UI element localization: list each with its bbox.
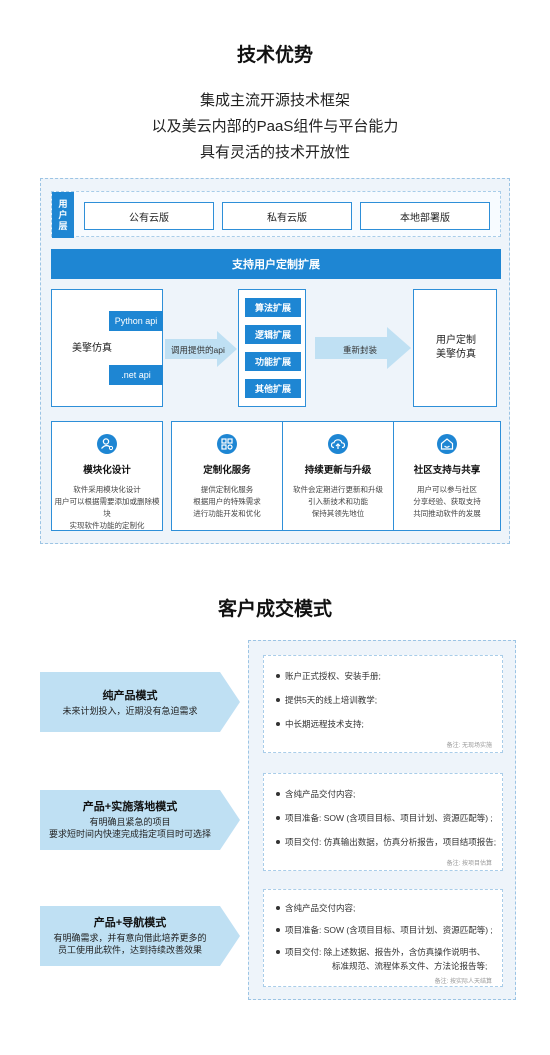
- feature-desc-line: 实现软件功能的定制化: [69, 521, 145, 530]
- ext-other[interactable]: 其他扩展: [245, 379, 301, 398]
- net-api-tag: .net api: [109, 365, 163, 385]
- cloud-upload-icon: [328, 434, 348, 454]
- feature-card-continuous-update: 持续更新与升级 软件会定期进行更新和升级 引入新技术和功能 保持其领先地位: [282, 421, 394, 531]
- mode-title: 纯产品模式: [102, 690, 158, 702]
- deal-bullet: 含纯产品交付内容;: [276, 788, 355, 800]
- feature-card-custom-service: 定制化服务 提供定制化服务 根据用户的特殊需求 进行功能开发和优化: [171, 421, 283, 531]
- deal-details-panel: 账户正式授权、安装手册; 提供5天的线上培训教学; 中长期远程技术支持; 备注:…: [248, 640, 516, 1000]
- bullet-text: 含纯产品交付内容;: [285, 789, 356, 799]
- deal-card-product-implementation: 含纯产品交付内容; 项目准备: SOW (含项目目标、项目计划、资源匹配等) ;…: [263, 773, 503, 871]
- repackage-arrow-label: 重新封装: [343, 345, 378, 355]
- core-product-label: 美擎仿真: [72, 343, 112, 354]
- feature-desc-line: 根据用户的特殊需求: [193, 497, 261, 506]
- mode-title: 产品+实施落地模式: [82, 801, 178, 813]
- feature-desc-line: 用户可以参与社区: [417, 485, 477, 494]
- deal-note: 备注: 按实际人天结算: [434, 979, 492, 985]
- feature-desc-line: 分享经验、获取支持: [413, 497, 481, 506]
- feature-title: 社区支持与共享: [413, 465, 481, 476]
- bullet-text: 账户正式授权、安装手册;: [285, 671, 381, 681]
- feature-card-community: 社区支持与共享 用户可以参与社区 分享经验、获取支持 共同推动软件的发展: [393, 421, 501, 531]
- extensions-box: 算法扩展 逻辑扩展 功能扩展 其他扩展: [238, 289, 306, 407]
- feature-desc-line: 共同推动软件的发展: [413, 509, 481, 518]
- mode-desc: 有明确且紧急的项目: [89, 817, 171, 827]
- mode-arrow-product-navigation: 产品+导航模式 有明确需求，并有意向借此培养更多的 员工使用此软件，达到持续改善…: [40, 906, 240, 966]
- deploy-private-cloud[interactable]: 私有云版: [222, 202, 352, 230]
- user-settings-icon: [97, 434, 117, 454]
- user-layer-tag: 用 户 层: [52, 192, 74, 238]
- deal-note: 备注: 无现场实施: [446, 743, 492, 749]
- ext-function[interactable]: 功能扩展: [245, 352, 301, 371]
- tech-subtitle-3: 具有灵活的技术开放性: [199, 144, 350, 161]
- bullet-text: 项目准备: SOW (含项目目标、项目计划、资源匹配等) ;: [285, 925, 493, 935]
- repackage-arrow: [315, 327, 411, 369]
- community-icon: [437, 434, 457, 454]
- feature-desc-line: 进行功能开发和优化: [193, 509, 261, 518]
- feature-desc-line: 提供定制化服务: [200, 485, 254, 494]
- custom-product-box: 用户定制 美擎仿真: [413, 289, 497, 407]
- deal-bullet: 项目交付: 除上述数据、报告外，含仿真操作说明书、: [276, 946, 485, 958]
- bullet-text: 含纯产品交付内容;: [285, 903, 356, 913]
- feature-desc-line: 保持其领先地位: [311, 509, 365, 518]
- deal-bullet: 账户正式授权、安装手册;: [276, 670, 381, 682]
- grid-icon: [217, 434, 237, 454]
- deal-note: 备注: 按项目估算: [446, 861, 492, 867]
- feature-desc-line: 用户可以根据需要添加或删除模块: [54, 497, 160, 518]
- user-layer-tag-char: 用: [58, 198, 68, 209]
- mode-desc: 未来计划投入，近期没有急迫需求: [62, 706, 198, 716]
- feature-desc: 提供定制化服务 根据用户的特殊需求 进行功能开发和优化: [172, 484, 282, 520]
- deploy-public-cloud[interactable]: 公有云版: [84, 202, 214, 230]
- bullet-text: 项目交付: 除上述数据、报告外，含仿真操作说明书、: [285, 947, 486, 957]
- deal-bullet: 含纯产品交付内容;: [276, 902, 355, 914]
- call-api-arrow-label: 调用提供的api: [171, 345, 225, 355]
- mode-desc: 要求短时间内快速完成指定项目时可选择: [48, 829, 211, 839]
- core-product-box: 美擎仿真: [51, 289, 163, 407]
- feature-title: 定制化服务: [203, 465, 251, 476]
- bullet-text: 项目准备: SOW (含项目目标、项目计划、资源匹配等) ;: [285, 813, 493, 823]
- feature-card-modular: 模块化设计 软件采用模块化设计 用户可以根据需要添加或删除模块 实现软件功能的定…: [51, 421, 163, 531]
- support-custom-extension-bar: 支持用户定制扩展: [51, 249, 501, 279]
- mode-desc: 员工使用此软件，达到持续改善效果: [57, 945, 202, 955]
- ext-algorithm[interactable]: 算法扩展: [245, 298, 301, 317]
- user-layer-tag-char: 户: [58, 209, 68, 220]
- feature-desc: 用户可以参与社区 分享经验、获取支持 共同推动软件的发展: [394, 484, 500, 520]
- mode-arrow-product-only: 纯产品模式 未来计划投入，近期没有急迫需求: [40, 672, 240, 732]
- tech-section-title: 技术优势: [236, 45, 313, 66]
- feature-title: 持续更新与升级: [304, 465, 372, 476]
- bullet-text: 中长期远程技术支持;: [285, 719, 364, 729]
- deal-bullet: 提供5天的线上培训教学;: [276, 694, 377, 706]
- deal-card-product-navigation: 含纯产品交付内容; 项目准备: SOW (含项目目标、项目计划、资源匹配等) ;…: [263, 889, 503, 987]
- tech-subtitle-1: 集成主流开源技术框架: [199, 92, 350, 109]
- feature-desc: 软件会定期进行更新和升级 引入新技术和功能 保持其领先地位: [283, 484, 393, 520]
- deal-bullet: 项目交付: 仿真输出数据，仿真分析报告，项目结项报告;: [276, 836, 496, 848]
- mode-desc: 有明确需求，并有意向借此培养更多的: [53, 933, 207, 943]
- custom-product-label-2: 美擎仿真: [436, 349, 476, 360]
- deal-bullet: 项目准备: SOW (含项目目标、项目计划、资源匹配等) ;: [276, 924, 493, 936]
- ext-logic[interactable]: 逻辑扩展: [245, 325, 301, 344]
- deal-bullet: 中长期远程技术支持;: [276, 718, 364, 730]
- feature-desc-line: 软件采用模块化设计: [73, 485, 141, 494]
- python-api-tag: Python api: [109, 311, 163, 331]
- feature-title: 模块化设计: [83, 465, 131, 476]
- deal-bullet: 项目准备: SOW (含项目目标、项目计划、资源匹配等) ;: [276, 812, 493, 824]
- tech-subtitle-2: 以及美云内部的PaaS组件与平台能力: [151, 118, 399, 135]
- feature-desc-line: 软件会定期进行更新和升级: [293, 485, 383, 494]
- user-layer-tag-char: 层: [58, 220, 68, 231]
- architecture-panel: 用 户 层 公有云版 私有云版 本地部署版 支持用户定制扩展 美擎仿真 Pyth…: [40, 178, 510, 544]
- deal-bullet-continued: 标准规范、流程体系文件、方法论报告等;: [332, 961, 488, 971]
- bullet-text: 项目交付: 仿真输出数据，仿真分析报告，项目结项报告;: [285, 837, 497, 847]
- mode-arrow-product-implementation: 产品+实施落地模式 有明确且紧急的项目 要求短时间内快速完成指定项目时可选择: [40, 790, 240, 850]
- bullet-text: 提供5天的线上培训教学;: [285, 695, 378, 705]
- feature-desc-line: 引入新技术和功能: [308, 497, 368, 506]
- call-api-arrow: [165, 331, 237, 367]
- deploy-on-premise[interactable]: 本地部署版: [360, 202, 490, 230]
- user-layer: 用 户 层 公有云版 私有云版 本地部署版: [51, 191, 501, 238]
- feature-desc: 软件采用模块化设计 用户可以根据需要添加或删除模块 实现软件功能的定制化: [52, 484, 162, 532]
- custom-product-label-1: 用户定制: [436, 335, 476, 346]
- deal-card-product-only: 账户正式授权、安装手册; 提供5天的线上培训教学; 中长期远程技术支持; 备注:…: [263, 655, 503, 753]
- mode-title: 产品+导航模式: [93, 917, 167, 929]
- deal-section-title: 客户成交模式: [217, 599, 332, 620]
